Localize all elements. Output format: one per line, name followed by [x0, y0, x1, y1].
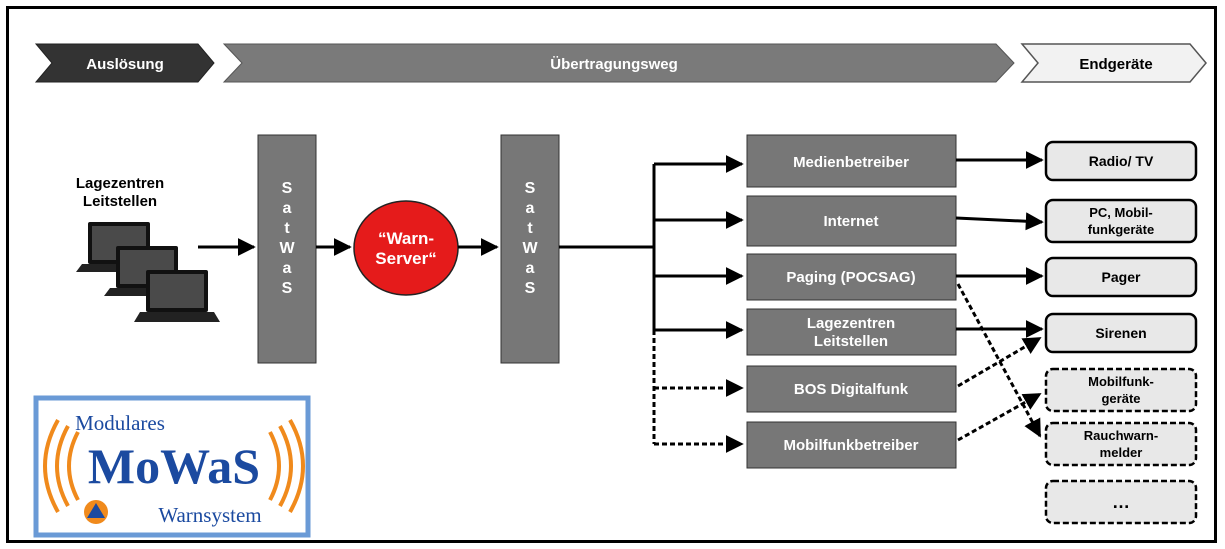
channel-label-line1: Lagezentren [807, 315, 895, 332]
channel-label: Internet [823, 213, 878, 230]
signal-waves-right-icon [268, 419, 305, 513]
satwas-letter: a [526, 200, 535, 217]
mowas-logo: Modulares MoWaS Warnsystem [33, 395, 311, 538]
satwas-letter: a [283, 200, 292, 217]
warn-server-label-line2: Server“ [375, 249, 436, 268]
device-box-rauchwarnmelder: Rauchwarn- melder [1044, 421, 1198, 467]
channel-label: BOS Digitalfunk [794, 381, 909, 398]
phase-label-transmission: Übertragungsweg [550, 56, 678, 73]
satwas-letter: S [282, 180, 293, 197]
source-label-line1: Lagezentren [76, 175, 164, 192]
channel-box-paging: Paging (POCSAG) [746, 253, 957, 301]
civil-protection-emblem-icon [84, 500, 108, 524]
phase-label-endpoints: Endgeräte [1079, 56, 1152, 73]
warn-server-circle [353, 200, 459, 296]
source-label-line2: Leitstellen [83, 193, 157, 210]
phase-bar: Auslösung Übertragungsweg Endgeräte [34, 43, 1207, 83]
device-label: Pager [1102, 269, 1141, 285]
satwas-letter: t [284, 220, 290, 237]
arrow-mobilfunk-to-geraete [957, 392, 1042, 442]
device-label-line1: Rauchwarn- [1084, 428, 1158, 443]
satwas-letter: t [527, 220, 533, 237]
channel-label: Mobilfunkbetreiber [783, 437, 918, 454]
logo-text-main: MoWaS [88, 438, 260, 494]
device-label-line2: geräte [1101, 391, 1140, 406]
device-label: Sirenen [1095, 325, 1146, 341]
satwas-letter: a [526, 260, 535, 277]
satwas-letter: W [522, 240, 538, 257]
phase-label-trigger: Auslösung [86, 56, 164, 73]
channel-label-line2: Leitstellen [814, 333, 888, 350]
device-label: … [1112, 492, 1130, 512]
satwas-box-right [500, 134, 560, 364]
phase-chevron-trigger [34, 43, 215, 83]
phase-chevron-endpoints [1020, 43, 1207, 83]
satwas-letter: S [525, 280, 536, 297]
signal-waves-left-icon [43, 419, 80, 513]
channel-box-medienbetreiber: Medienbetreiber [746, 134, 957, 188]
logo-text-bottom: Warnsystem [158, 503, 261, 527]
satwas-letter: S [282, 280, 293, 297]
device-box-more: … [1044, 479, 1198, 525]
logo-text-top: Modulares [75, 411, 165, 435]
device-label-line1: PC, Mobil- [1089, 205, 1153, 220]
device-label-line1: Mobilfunk- [1088, 374, 1154, 389]
device-box-radio-tv: Radio/ TV [1044, 140, 1198, 182]
device-label-line2: melder [1100, 445, 1143, 460]
channel-label: Medienbetreiber [793, 154, 909, 171]
arrow-paging-to-rauchwarnmelder [956, 283, 1042, 438]
satwas-letter: a [283, 260, 292, 277]
satwas-letter: W [279, 240, 295, 257]
phase-chevron-transmission [222, 43, 1015, 83]
channel-label: Paging (POCSAG) [786, 269, 915, 286]
device-box-pager: Pager [1044, 256, 1198, 298]
satwas-box-left [257, 134, 317, 364]
device-box-sirenen: Sirenen [1044, 312, 1198, 354]
warn-server-label-line1: “Warn- [378, 229, 434, 248]
device-label: Radio/ TV [1089, 153, 1154, 169]
device-box-pc-mobil: PC, Mobil- funkgeräte [1044, 198, 1198, 244]
device-box-mobilfunkgeraete: Mobilfunk- geräte [1044, 367, 1198, 413]
channel-box-bos-digitalfunk: BOS Digitalfunk [746, 365, 957, 413]
channel-box-lagezentren: Lagezentren Leitstellen [746, 308, 957, 356]
channel-box-internet: Internet [746, 195, 957, 247]
arrow-internet-to-pc [955, 212, 1044, 231]
satwas-letter: S [525, 180, 536, 197]
channel-box-mobilfunkbetreiber: Mobilfunkbetreiber [746, 421, 957, 469]
laptop-icon [134, 270, 220, 322]
device-label-line2: funkgeräte [1088, 222, 1154, 237]
